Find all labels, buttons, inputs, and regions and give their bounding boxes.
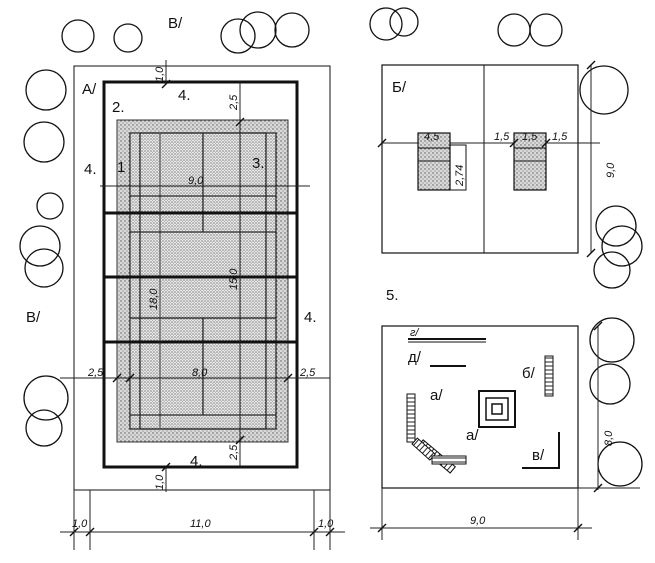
number-4-left: 4. [84, 161, 97, 178]
dim-9-0-right-top: 9,0 [605, 162, 617, 178]
dim-9-0-bottom: 9,0 [470, 515, 486, 527]
label-v-left: В/ [26, 309, 41, 326]
number-2: 2. [112, 99, 125, 116]
dim-9-0: 9,0 [188, 175, 204, 187]
dim-1-5-mid: 1,5 [522, 131, 538, 143]
tree-symbols-right-top [369, 7, 643, 289]
right-top-labels: Б/ 4,5 2,74 1,5 1,5 1,5 9,0 [392, 79, 617, 187]
label-a: А/ [82, 81, 97, 98]
left-court-plan [19, 11, 345, 550]
dim-bottom-2-5: 2,5 [228, 444, 240, 461]
dim-1-5-b: 1,5 [552, 131, 568, 143]
tree-symbols [19, 11, 310, 447]
dim-base-11-0: 11,0 [190, 518, 211, 530]
number-3: 3. [252, 155, 265, 172]
number-4-bottom: 4. [190, 453, 203, 470]
tree-symbols-right-bottom [589, 317, 643, 487]
label-a1: а/ [430, 387, 443, 404]
label-b: Б/ [392, 79, 407, 96]
dim-base-right-1-0: 1,0 [318, 518, 334, 530]
number-4-right: 4. [304, 309, 317, 326]
dim-left-2-5: 2,5 [87, 367, 104, 379]
dim-1-5-a: 1,5 [494, 131, 510, 143]
left-plan-labels: В/ В/ А/ 2. 4. 4. 1 3. 4. 4. 1,0 2,5 9,0… [26, 15, 334, 530]
right-top-plan [369, 7, 643, 289]
dim-right-2-5: 2,5 [299, 367, 316, 379]
dim-top-1-0: 1,0 [154, 66, 166, 82]
label-b-small: б/ [522, 365, 536, 382]
dim-15-0: 15,0 [228, 268, 240, 290]
label-v: в/ [532, 447, 545, 464]
dim-base-left-1-0: 1,0 [72, 518, 88, 530]
dim-4-5: 4,5 [424, 131, 440, 143]
number-5: 5. [386, 287, 399, 304]
label-d: д/ [408, 349, 422, 366]
dim-8-0-right: 8,0 [603, 430, 615, 446]
label-g: г/ [410, 327, 419, 339]
dim-2-74: 2,74 [454, 165, 466, 187]
dim-top-2-5: 2,5 [228, 94, 240, 111]
right-bottom-labels: 5. г/ д/ а/ а/ б/ в/ 8,0 9,0 [386, 287, 615, 527]
dim-bottom-1-0: 1,0 [154, 474, 166, 490]
dim-8-0: 8,0 [192, 367, 208, 379]
right-bottom-plan [370, 317, 643, 540]
label-v-top: В/ [168, 15, 183, 32]
label-a2: а/ [466, 427, 479, 444]
number-4-top: 4. [178, 87, 191, 104]
number-1: 1 [117, 159, 125, 176]
dim-18-0: 18,0 [148, 288, 160, 310]
